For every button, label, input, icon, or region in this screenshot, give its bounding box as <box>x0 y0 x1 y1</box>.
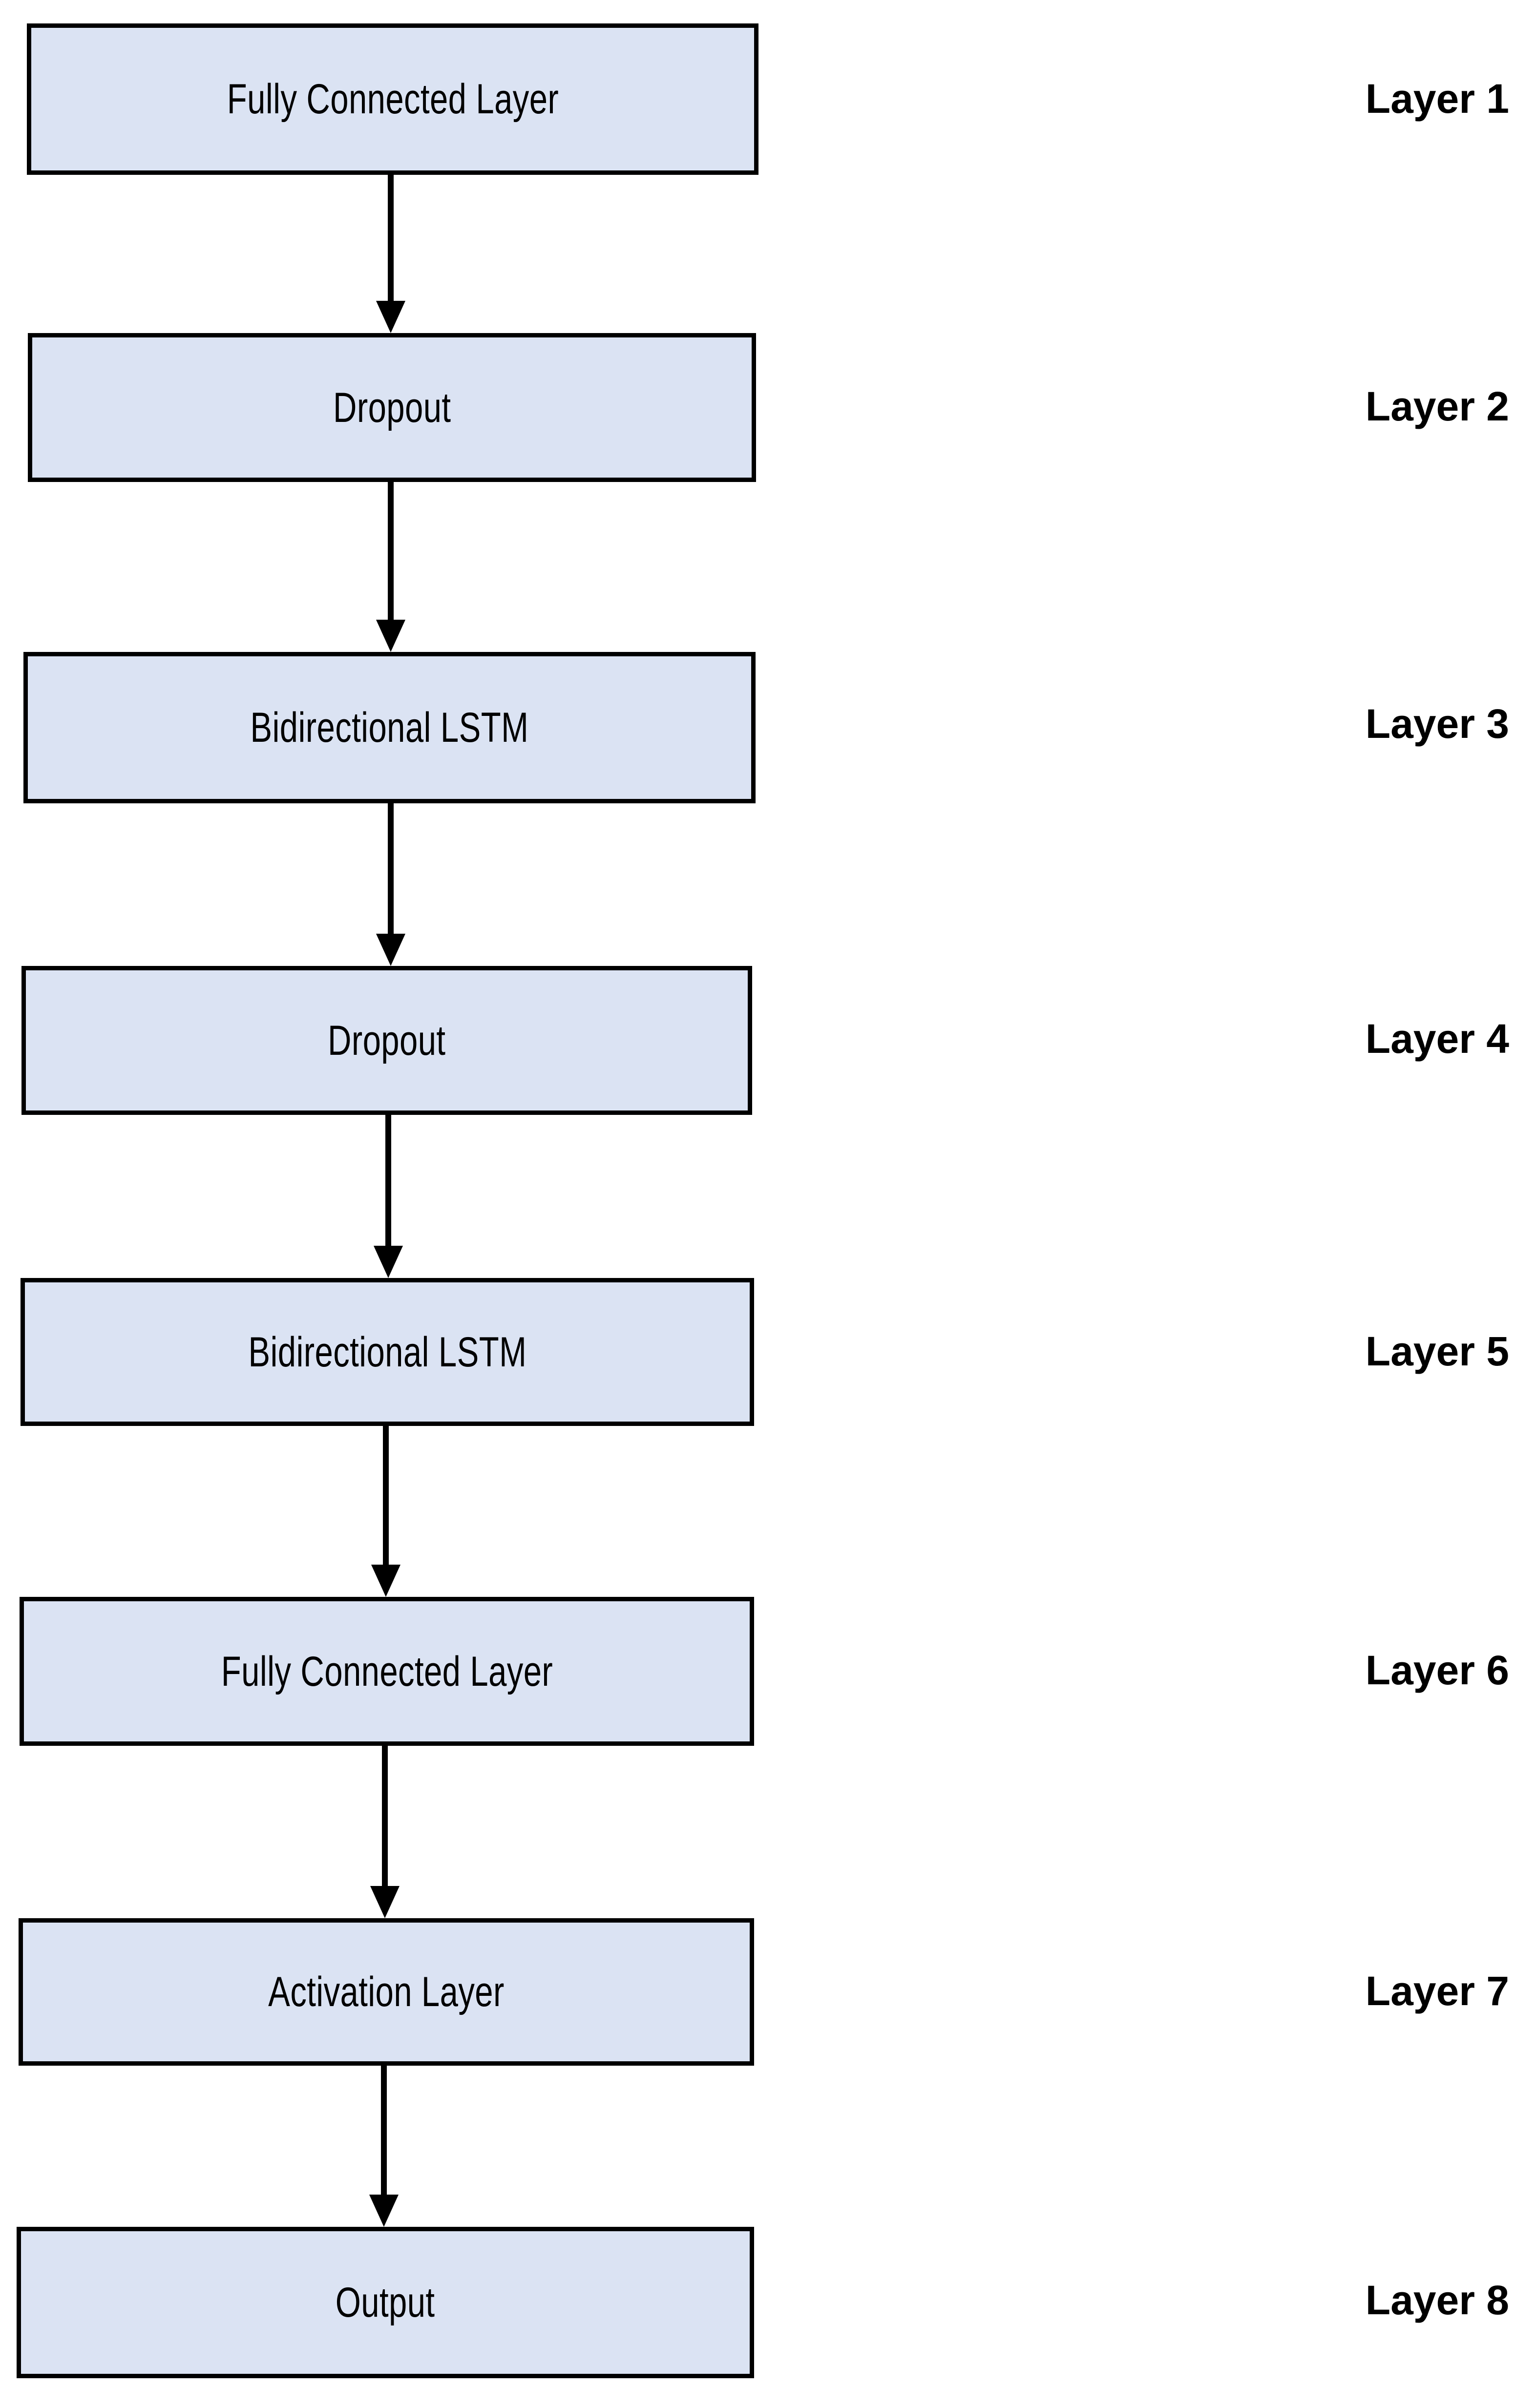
flow-node-dropout-2[interactable]: Dropout <box>28 333 756 482</box>
flow-node-label: Activation Layer <box>268 1968 505 2015</box>
flow-node-label: Bidirectional LSTM <box>250 704 529 751</box>
layer-caption-4: Layer 4 <box>1365 1016 1509 1062</box>
layer-caption-8: Layer 8 <box>1365 2277 1509 2323</box>
flow-node-output-8[interactable]: Output <box>17 2227 754 2378</box>
flow-node-bidirectional-lstm-5[interactable]: Bidirectional LSTM <box>21 1278 754 1426</box>
flow-node-dropout-4[interactable]: Dropout <box>21 966 752 1115</box>
flow-node-label: Dropout <box>328 1017 446 1064</box>
flow-node-label: Dropout <box>333 384 451 431</box>
flow-node-label: Output <box>336 2279 435 2326</box>
layer-caption-5: Layer 5 <box>1365 1328 1509 1374</box>
layer-caption-3: Layer 3 <box>1365 701 1509 747</box>
node-flow-column: Fully Connected Layer Dropout Bidirectio… <box>17 23 758 2378</box>
flow-node-fully-connected-layer-1[interactable]: Fully Connected Layer <box>27 23 758 175</box>
flow-node-label: Bidirectional LSTM <box>248 1328 526 1376</box>
flow-node-label: Fully Connected Layer <box>227 76 559 123</box>
layer-caption-1: Layer 1 <box>1365 76 1509 122</box>
layer-caption-2: Layer 2 <box>1365 383 1509 429</box>
layer-caption-6: Layer 6 <box>1365 1647 1509 1693</box>
flow-node-label: Fully Connected Layer <box>221 1648 553 1695</box>
flow-node-bidirectional-lstm-3[interactable]: Bidirectional LSTM <box>23 652 756 803</box>
layer-caption-7: Layer 7 <box>1365 1968 1509 2014</box>
flow-node-activation-layer-7[interactable]: Activation Layer <box>19 1918 754 2066</box>
flow-node-fully-connected-layer-6[interactable]: Fully Connected Layer <box>20 1597 754 1746</box>
